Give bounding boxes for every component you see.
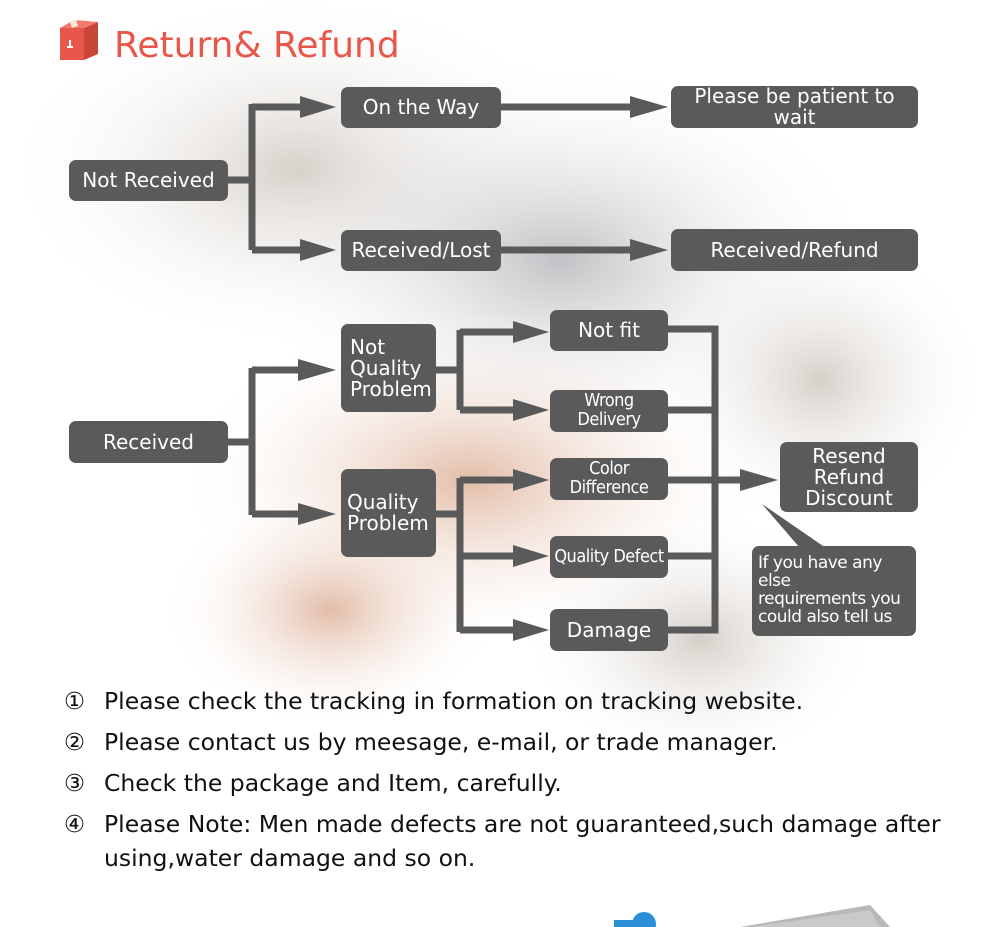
- node-received-refund: Received/Refund: [671, 229, 918, 271]
- node-not-fit: Not fit: [550, 310, 668, 351]
- bottom-decoration: [614, 905, 890, 927]
- node-wrong-delivery: Wrong Delivery: [550, 390, 668, 432]
- node-quality-problem: Quality Problem: [341, 469, 436, 557]
- node-please-wait: Please be patient to wait: [671, 86, 918, 128]
- node-damage: Damage: [550, 609, 668, 651]
- node-not-received: Not Received: [69, 160, 228, 201]
- node-on-the-way: On the Way: [341, 87, 501, 128]
- node-not-quality-problem: Not Quality Problem: [341, 324, 436, 412]
- node-received: Received: [69, 421, 228, 463]
- package-box-icon: [60, 19, 98, 60]
- node-quality-defect: Quality Defect: [550, 536, 668, 578]
- node-resend-refund-discount: Resend Refund Discount: [780, 442, 918, 512]
- node-received-lost: Received/Lost: [341, 230, 501, 271]
- node-color-difference: Color Difference: [550, 458, 668, 500]
- page-title: Return& Refund: [114, 25, 400, 66]
- note-bubble: If you have any else requirements you co…: [752, 546, 916, 636]
